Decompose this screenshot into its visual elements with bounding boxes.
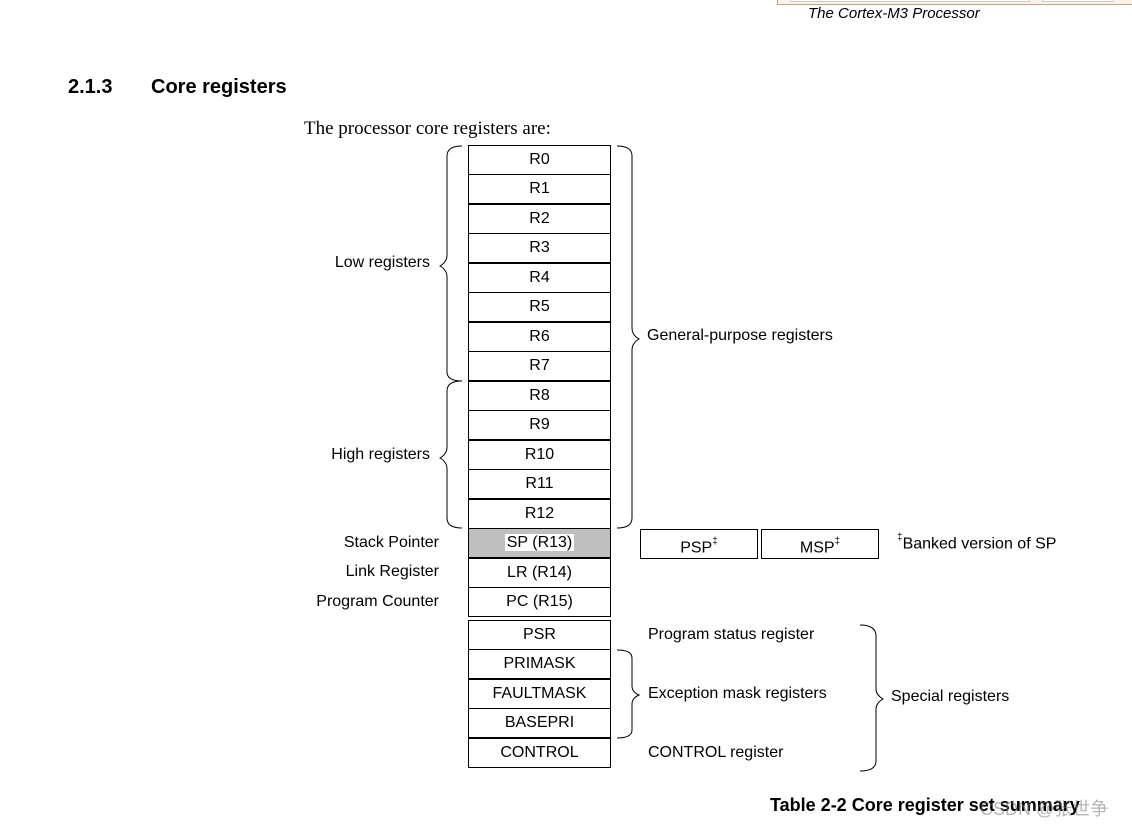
section-number: 2.1.3 xyxy=(68,76,113,98)
register-r6: R6 xyxy=(468,322,611,352)
header-frame-inner xyxy=(1042,0,1114,2)
msp-box: MSP‡ xyxy=(761,529,879,559)
high-registers-label: High registers xyxy=(331,446,430,463)
exception-mask-brace xyxy=(616,649,641,739)
register-pc: PC (R15) xyxy=(468,587,611,617)
control-description: CONTROL register xyxy=(648,744,784,761)
header-title: The Cortex-M3 Processor xyxy=(808,5,980,22)
header-frame-inner xyxy=(790,0,1030,2)
msp-label: MSP xyxy=(799,539,835,557)
register-r1: R1 xyxy=(468,174,611,204)
high-registers-brace xyxy=(438,380,463,529)
register-r3: R3 xyxy=(468,233,611,263)
register-lr: LR (R14) xyxy=(468,558,611,588)
banked-note: ‡Banked version of SP xyxy=(897,532,1057,553)
intro-text: The processor core registers are: xyxy=(304,118,551,139)
psp-marker: ‡ xyxy=(712,536,718,547)
register-control: CONTROL xyxy=(468,738,611,768)
special-registers-brace xyxy=(859,624,885,772)
psp-box: PSP‡ xyxy=(640,529,758,559)
program-counter-label: Program Counter xyxy=(316,593,439,610)
banked-note-text: Banked version of SP xyxy=(902,535,1057,553)
register-primask: PRIMASK xyxy=(468,649,611,679)
table-caption: Table 2-2 Core register set summary xyxy=(770,795,1080,815)
register-sp-label: SP (R13) xyxy=(504,534,575,551)
register-r11: R11 xyxy=(468,469,611,499)
exception-mask-label: Exception mask registers xyxy=(648,685,827,702)
register-faultmask: FAULTMASK xyxy=(468,679,611,709)
general-purpose-brace xyxy=(616,145,641,529)
special-registers-label: Special registers xyxy=(891,688,1010,705)
general-purpose-label: General-purpose registers xyxy=(647,327,833,344)
register-r4: R4 xyxy=(468,263,611,293)
msp-marker: ‡ xyxy=(834,536,841,547)
watermark: CSDN @张世争 xyxy=(980,799,1109,819)
link-register-label: Link Register xyxy=(345,563,439,580)
register-basepri: BASEPRI xyxy=(468,708,611,738)
psp-label: PSP xyxy=(680,539,713,557)
register-r5: R5 xyxy=(468,292,611,322)
header-frame xyxy=(777,0,1132,5)
register-r7: R7 xyxy=(468,351,611,381)
psr-description: Program status register xyxy=(648,626,815,643)
section-title: Core registers xyxy=(151,76,287,98)
register-r12: R12 xyxy=(468,499,611,529)
register-r8: R8 xyxy=(468,381,611,411)
register-r9: R9 xyxy=(468,410,611,440)
register-r10: R10 xyxy=(468,440,611,470)
banked-note-marker: ‡ xyxy=(897,532,903,543)
low-registers-label: Low registers xyxy=(334,254,430,271)
register-r0: R0 xyxy=(468,145,611,175)
low-registers-brace xyxy=(438,145,463,382)
register-sp: SP (R13) xyxy=(468,528,611,558)
stack-pointer-label: Stack Pointer xyxy=(343,534,439,551)
